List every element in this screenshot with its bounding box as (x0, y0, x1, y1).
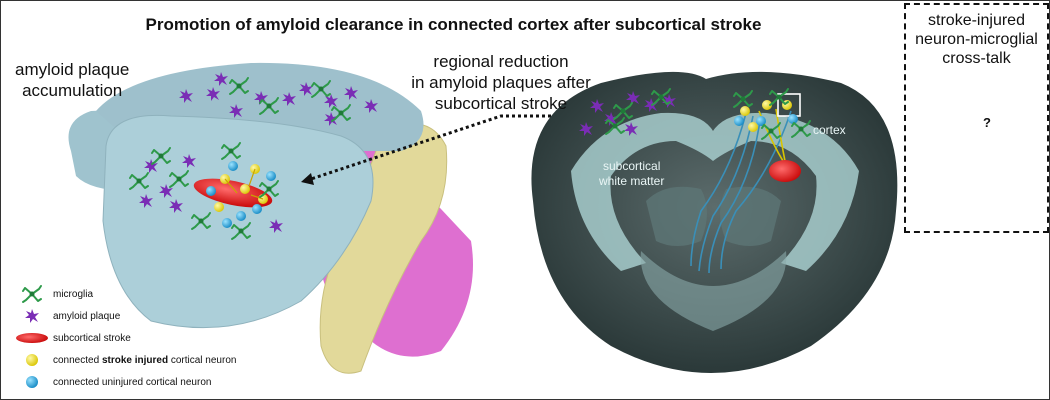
legend-label: amyloid plaque (53, 310, 121, 322)
legend-item-amyloid-plaque: amyloid plaque (15, 305, 236, 327)
legend-item-microglia: microglia (15, 283, 236, 305)
legend-label: connected uninjured cortical neuron (53, 376, 212, 388)
legend-label: subcortical stroke (53, 332, 131, 344)
label-white-matter: subcortical white matter (599, 159, 664, 189)
microglia-icon (15, 284, 49, 304)
label-line: amyloid plaque (15, 60, 130, 79)
legend-label-suffix: cortical neuron (168, 354, 237, 366)
legend-item-uninjured-neuron: connected uninjured cortical neuron (15, 371, 236, 393)
question-mark: ? (983, 115, 991, 130)
legend-item-stroke: subcortical stroke (15, 327, 236, 349)
stroke-lesion-3d (193, 178, 273, 208)
inset-title-line: cross-talk (942, 50, 1011, 67)
inset-title-line: stroke-injured (928, 12, 1025, 29)
legend-label-bold: stroke injured (101, 354, 169, 366)
legend-label: microglia (53, 288, 94, 300)
label-line: white matter (599, 174, 665, 188)
label-regional-reduction: regional reduction in amyloid plaques af… (401, 51, 601, 114)
legend-label-prefix: connected (53, 354, 102, 366)
label-cortex: cortex (813, 123, 846, 137)
figure-title: Promotion of amyloid clearance in connec… (145, 15, 762, 34)
label-line: accumulation (22, 81, 123, 100)
label-line: subcortical stroke (434, 94, 568, 113)
label-line: regional reduction (433, 52, 569, 71)
legend-item-injured-neuron: connected stroke injured cortical neuron (15, 349, 236, 371)
legend-label: connected stroke injured cortical neuron (53, 355, 236, 366)
coronal-section (531, 71, 898, 373)
hemisphere-front (102, 114, 374, 329)
brain-3d-illustration (68, 62, 473, 374)
stroke-lesion-section (769, 160, 801, 182)
white-matter-shape (571, 112, 859, 272)
amyloid-plaque-icon (15, 306, 49, 326)
label-amyloid-accumulation: amyloid plaque accumulation (15, 59, 129, 101)
section-axons (690, 110, 792, 274)
inset-title: stroke-injured neuron-microglial cross-t… (906, 11, 1047, 68)
inset-panel: stroke-injured neuron-microglial cross-t… (904, 3, 1049, 233)
stroke-icon (15, 328, 49, 348)
label-line: in amyloid plaques after (411, 73, 591, 92)
neuron-cluster-3d (206, 161, 276, 228)
uninjured-neuron-icon (15, 372, 49, 392)
legend: microglia amyloid plaque subcortical str… (15, 283, 236, 393)
injured-neuron-icon (15, 350, 49, 370)
inset-title-line: neuron-microglial (915, 31, 1038, 48)
label-line: subcortical (603, 159, 661, 173)
